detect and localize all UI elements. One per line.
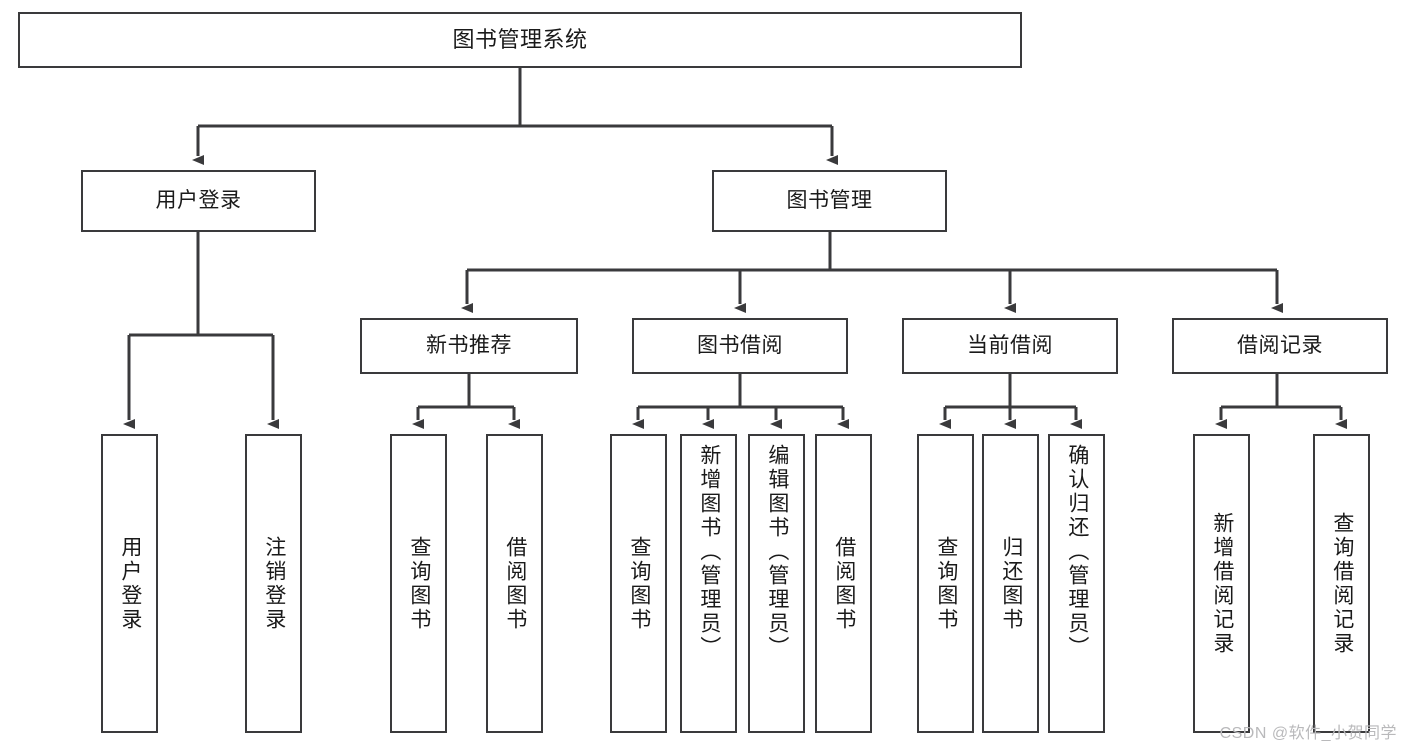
leaf-query-book-current[interactable]: 查询图书 bbox=[917, 434, 974, 733]
leaf-user-login[interactable]: 用户登录 bbox=[101, 434, 158, 733]
node-book-management[interactable]: 图书管理 bbox=[712, 170, 947, 232]
node-new-book-recommend[interactable]: 新书推荐 bbox=[360, 318, 578, 374]
node-root[interactable]: 图书管理系统 bbox=[18, 12, 1022, 68]
leaf-add-borrow-record[interactable]: 新增借阅记录 bbox=[1193, 434, 1250, 733]
node-user-login[interactable]: 用户登录 bbox=[81, 170, 316, 232]
leaf-query-book-borrow[interactable]: 查询图书 bbox=[610, 434, 667, 733]
csdn-watermark: CSDN @软件_小贺同学 bbox=[1219, 725, 1397, 742]
leaf-logout-login[interactable]: 注销登录 bbox=[245, 434, 302, 733]
node-current-borrow[interactable]: 当前借阅 bbox=[902, 318, 1118, 374]
node-borrow-record[interactable]: 借阅记录 bbox=[1172, 318, 1388, 374]
leaf-add-book-admin[interactable]: 新增图书（管理员） bbox=[680, 434, 737, 733]
leaf-query-book-newbook[interactable]: 查询图书 bbox=[390, 434, 447, 733]
node-book-borrow[interactable]: 图书借阅 bbox=[632, 318, 848, 374]
leaf-confirm-return-admin[interactable]: 确认归还（管理员） bbox=[1048, 434, 1105, 733]
leaf-borrow-book[interactable]: 借阅图书 bbox=[815, 434, 872, 733]
leaf-query-borrow-record[interactable]: 查询借阅记录 bbox=[1313, 434, 1370, 733]
leaf-edit-book-admin[interactable]: 编辑图书（管理员） bbox=[748, 434, 805, 733]
leaf-return-book[interactable]: 归还图书 bbox=[982, 434, 1039, 733]
leaf-borrow-book-newbook[interactable]: 借阅图书 bbox=[486, 434, 543, 733]
